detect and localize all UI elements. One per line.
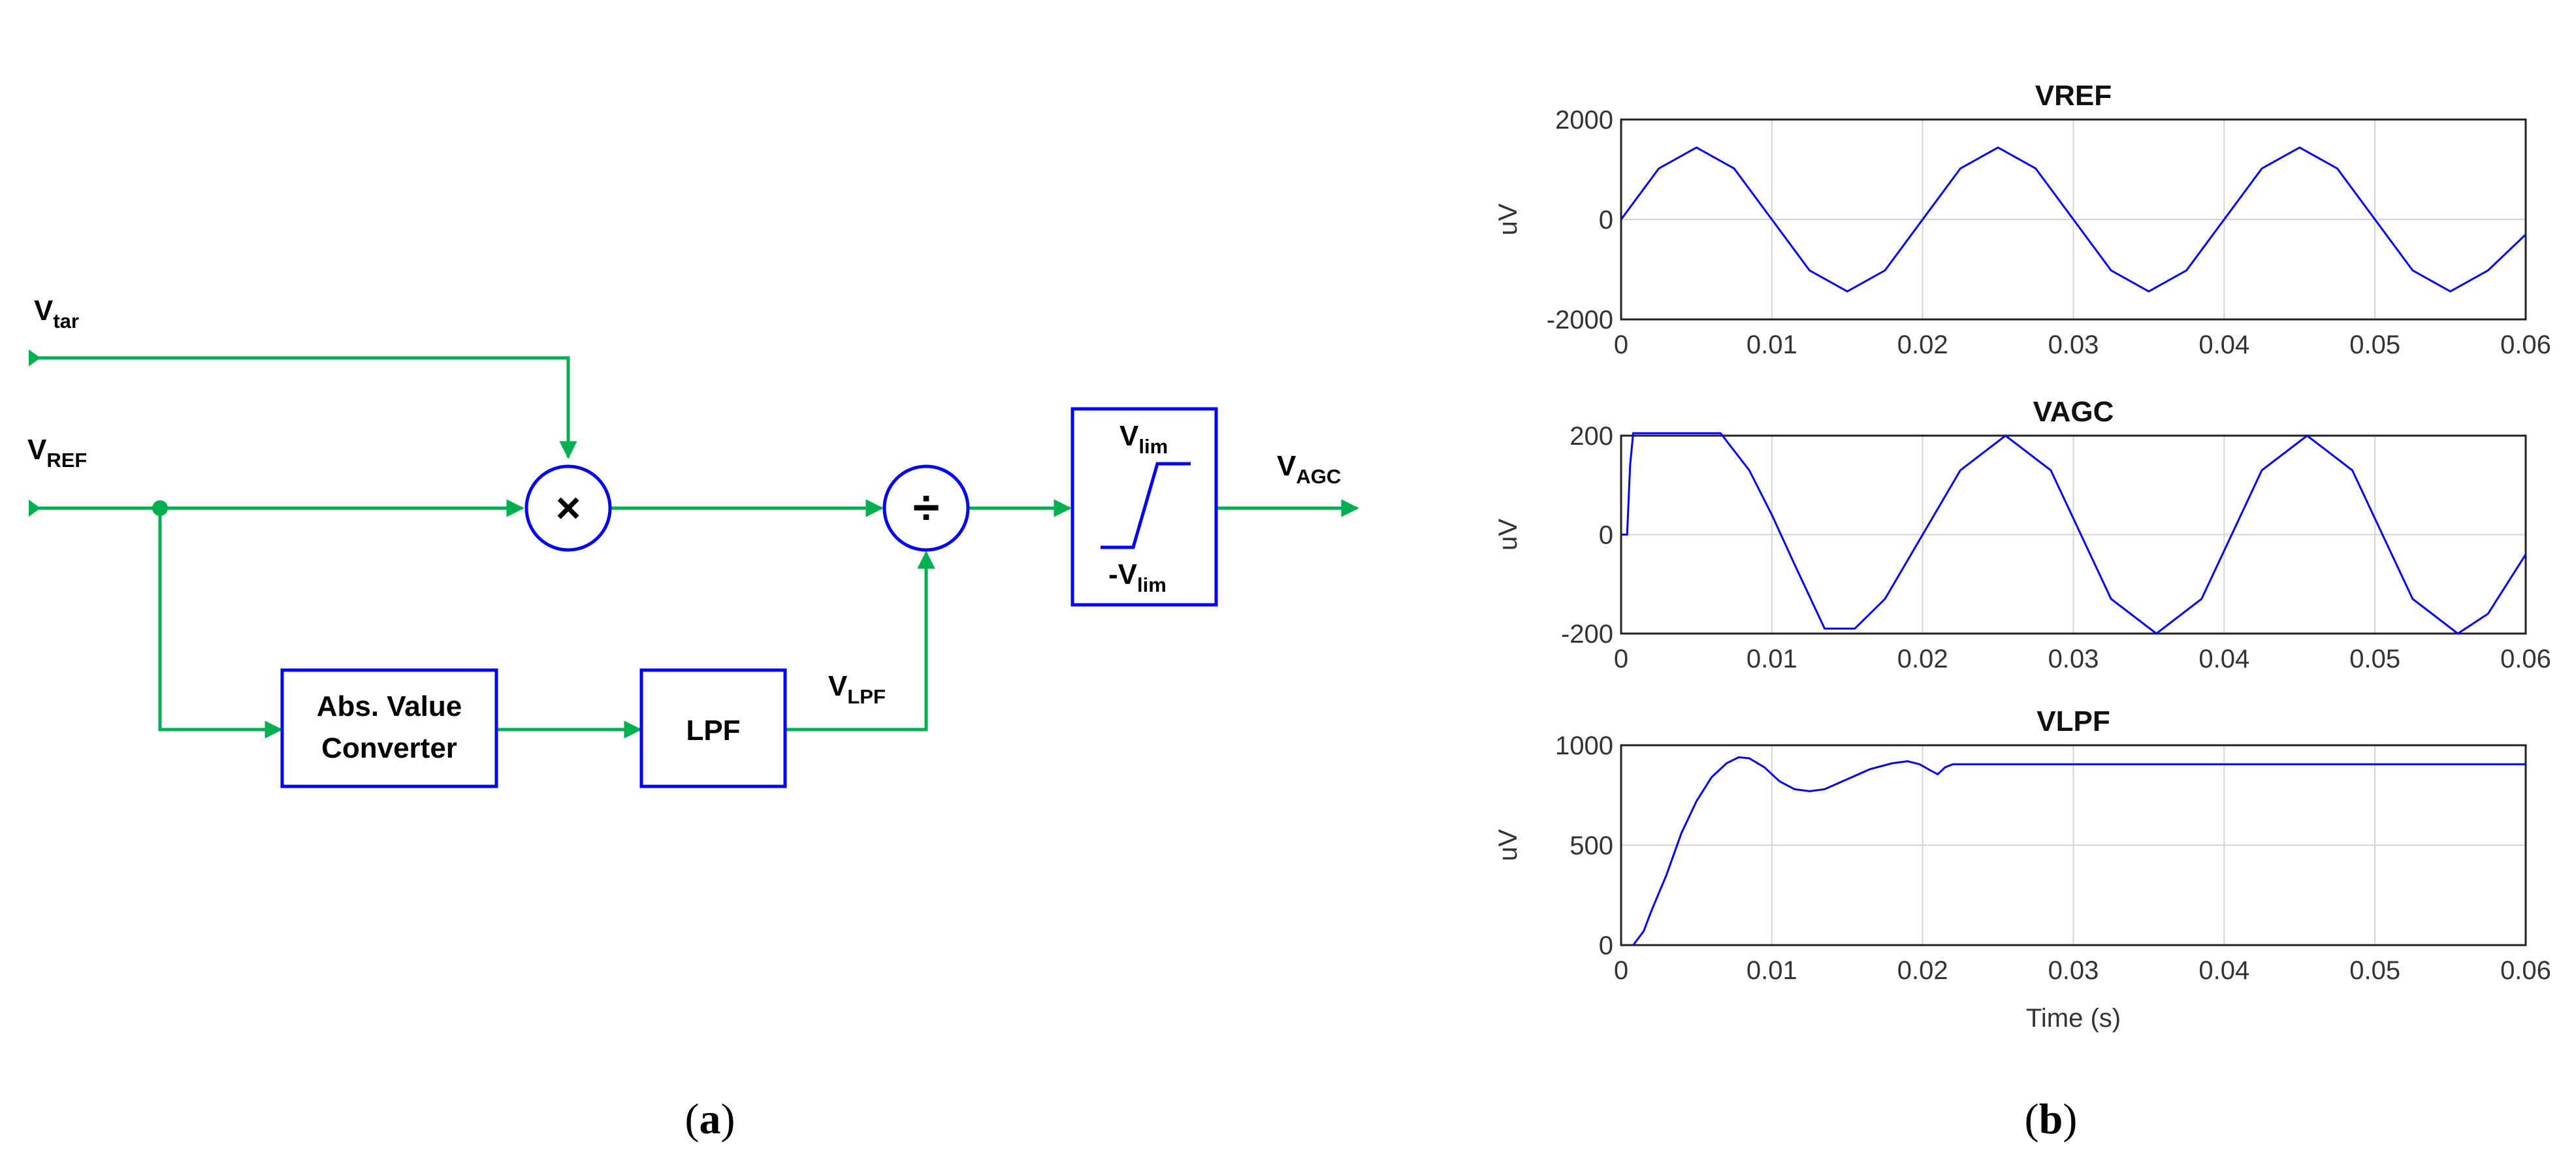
x-tick-label: 0.02 (1897, 330, 1948, 359)
x-tick-label: 0.04 (2198, 330, 2249, 359)
y-tick-label: 1000 (1555, 732, 1613, 760)
y-tick-label: 0 (1599, 206, 1613, 234)
branch-node (152, 500, 168, 516)
label-vlpf: VLPF (828, 670, 886, 708)
x-tick-label: 0.02 (1897, 956, 1948, 985)
block-diagram: Vtar VREF × ÷ Abs. Value Converter LPF V… (27, 295, 1359, 1143)
abs-block-line1: Abs. Value (317, 690, 462, 722)
x-tick-label: 0.02 (1897, 645, 1948, 673)
wire-branch-down (158, 508, 283, 739)
y-tick-label: 0 (1599, 931, 1613, 960)
limiter-bottom-label: -Vlim (1108, 558, 1167, 596)
x-tick-label: 0.06 (2500, 956, 2551, 985)
x-tick-label: 0.01 (1747, 956, 1797, 985)
label-vtar: Vtar (34, 295, 79, 332)
series-line-vlpf (1632, 756, 2526, 946)
divider-node: ÷ (882, 464, 970, 552)
x-tick-label: 0 (1614, 330, 1628, 359)
multiplier-node: × (524, 464, 612, 552)
y-tick-label: -2000 (1547, 306, 1613, 334)
y-axis-label: uV (1494, 829, 1522, 861)
lpf-block-label: LPF (686, 715, 740, 747)
x-tick-label: 0.03 (2048, 645, 2099, 673)
limiter-block: Vlim -Vlim (1071, 407, 1218, 607)
x-axis-label: Time (s) (2026, 1004, 2121, 1033)
plot-vlpf: 0 0.01 0.02 0.03 0.04 0.05 0.06 1000 500 0 VLPF uV T… (1494, 705, 2551, 1033)
wire-vtar (29, 356, 577, 459)
x-tick-label: 0 (1614, 645, 1628, 673)
series-line-vagc (1621, 432, 2527, 635)
x-tick-label: 0.04 (2198, 645, 2249, 673)
plot-border (1620, 744, 2527, 946)
y-tick-label: 0 (1599, 521, 1613, 550)
x-tick-label: 0.01 (1747, 645, 1797, 673)
x-tick-label: 0.05 (2349, 956, 2400, 985)
x-tick-label: 0.01 (1747, 330, 1797, 359)
x-tick-label: 0 (1614, 956, 1628, 985)
y-tick-label: -200 (1561, 620, 1613, 649)
input-arrow-vtar (29, 349, 40, 366)
abs-value-converter-block: Abs. Value Converter (280, 668, 498, 788)
y-tick-label: 500 (1570, 831, 1613, 860)
plot-title: VLPF (2037, 705, 2110, 737)
limiter-top-label: Vlim (1119, 420, 1168, 458)
plot-title: VREF (2035, 80, 2112, 112)
abs-block-line2: Converter (321, 732, 457, 764)
x-tick-label: 0.03 (2048, 956, 2099, 985)
caption-b: (b) (2025, 1095, 2078, 1143)
y-axis-label: uV (1494, 203, 1522, 235)
x-tick-label: 0.06 (2500, 330, 2551, 359)
x-tick-label: 0.05 (2349, 645, 2400, 673)
x-tick-label: 0.04 (2198, 956, 2249, 985)
caption-a: (a) (685, 1095, 735, 1143)
x-tick-label: 0.03 (2048, 330, 2099, 359)
multiply-icon: × (556, 483, 581, 532)
series-line-vref (1620, 146, 2527, 293)
input-arrow-vref (29, 500, 40, 517)
x-tick-label: 0.06 (2500, 645, 2551, 673)
divide-icon: ÷ (913, 480, 940, 534)
y-tick-label: 2000 (1555, 106, 1613, 135)
x-tick-label: 0.05 (2349, 330, 2400, 359)
lpf-block: LPF (639, 668, 787, 788)
signal-wires (29, 349, 1359, 739)
y-tick-label: 200 (1570, 422, 1613, 451)
saturation-icon (1101, 462, 1191, 549)
plot-title: VAGC (2033, 396, 2114, 428)
label-vagc: VAGC (1277, 450, 1341, 488)
wire-lpf-to-div (785, 551, 935, 732)
label-vref: VREF (27, 434, 87, 472)
y-axis-label: uV (1494, 519, 1522, 551)
